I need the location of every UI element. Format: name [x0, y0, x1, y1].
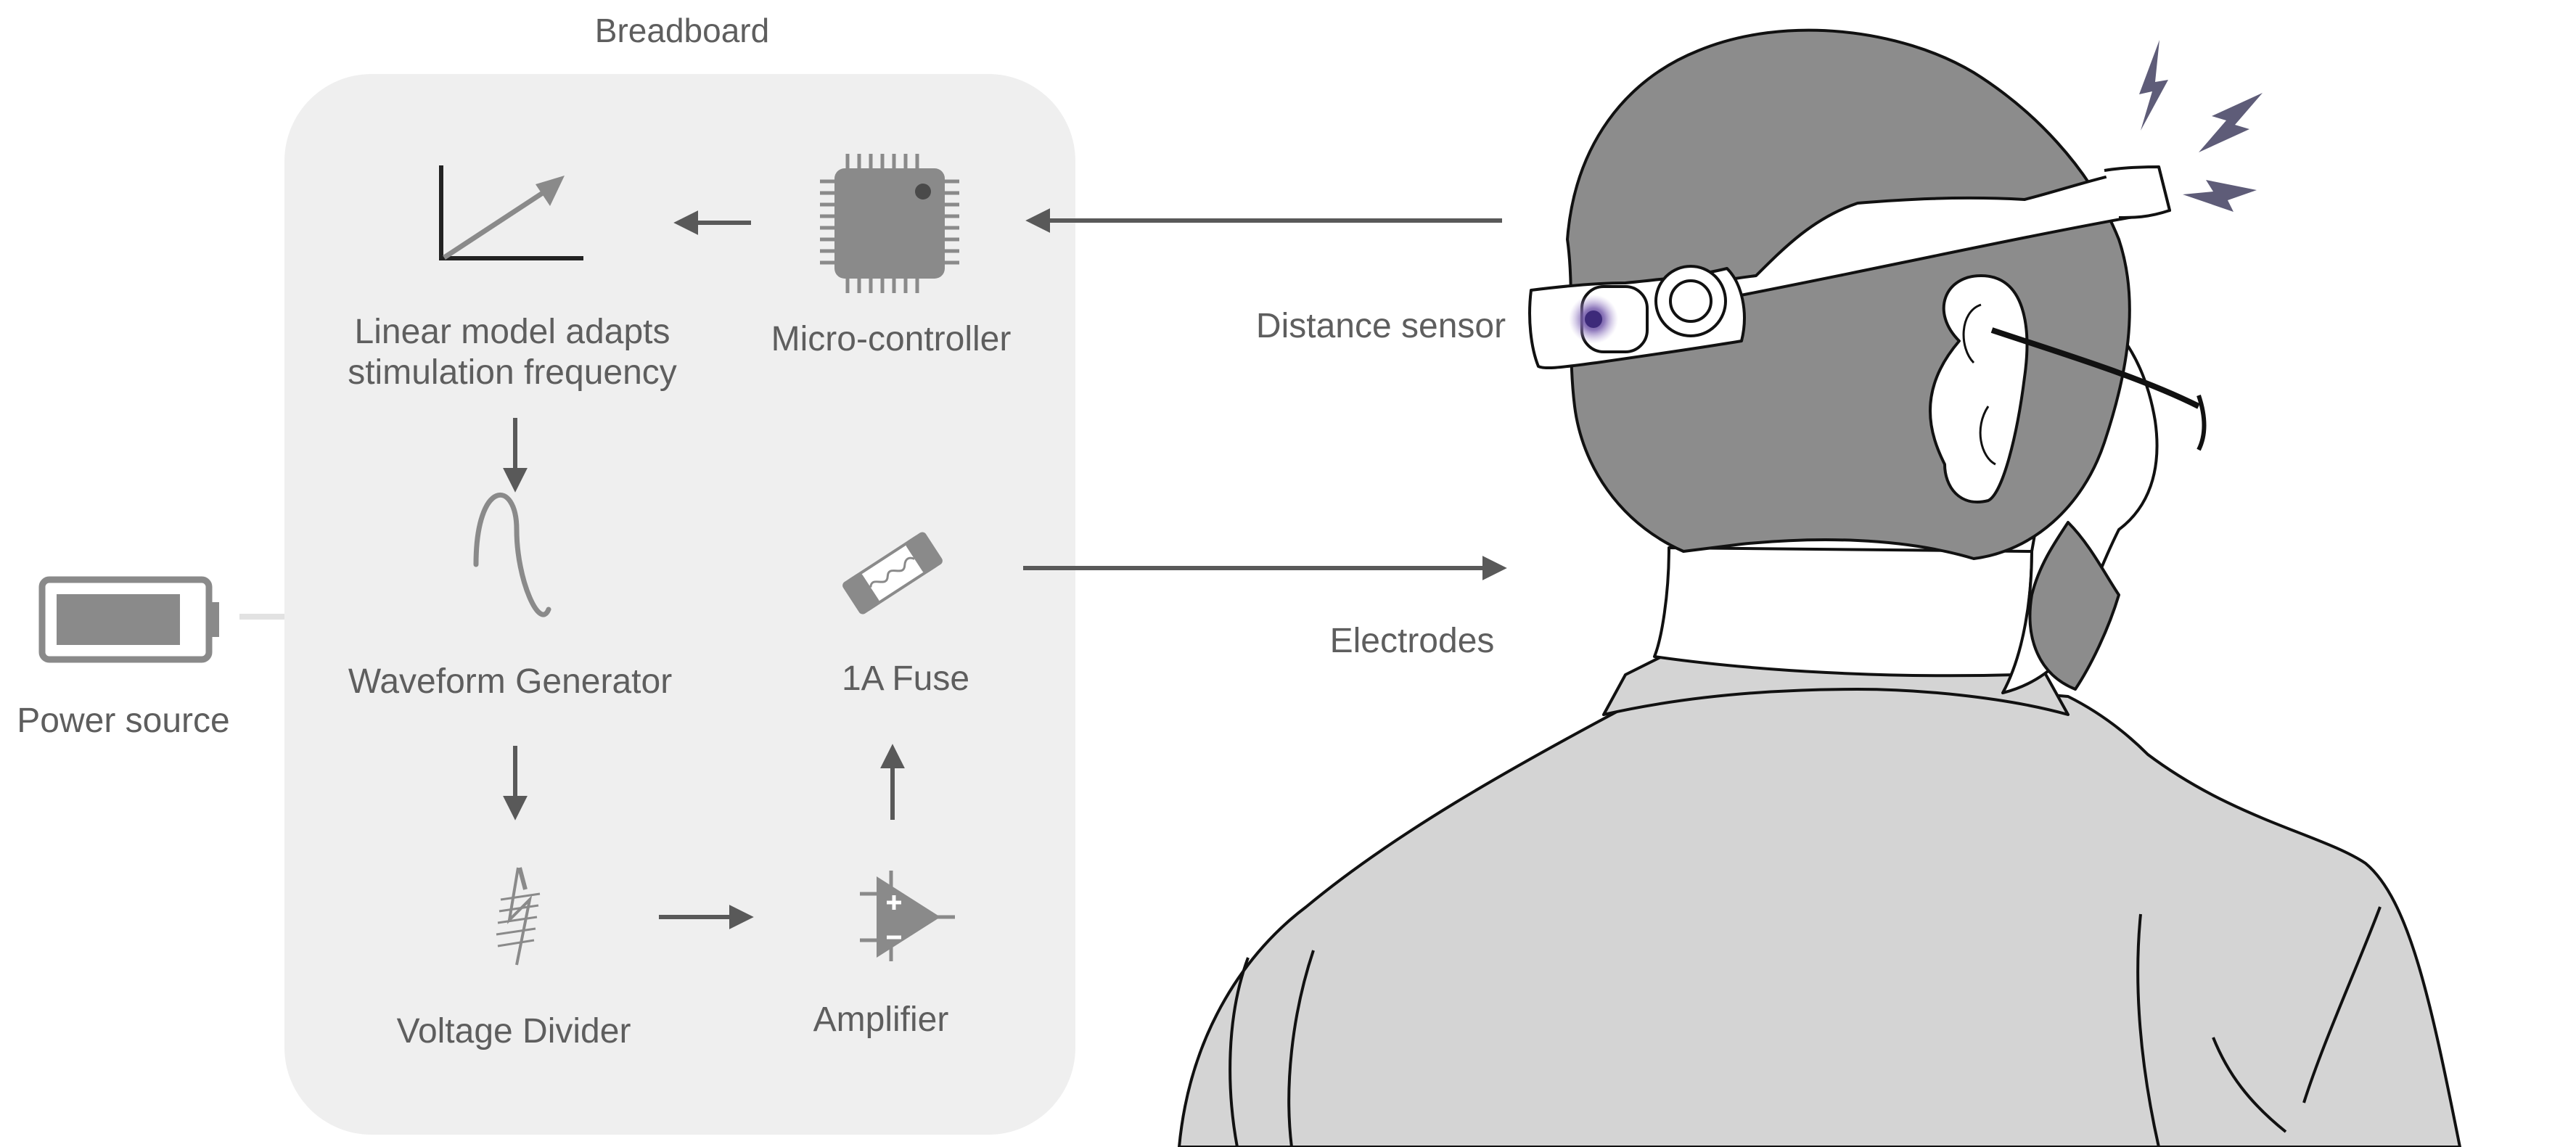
amplifier-icon — [860, 871, 955, 961]
chip-icon — [820, 154, 959, 293]
battery-icon — [38, 576, 219, 663]
amplifier-label: Amplifier — [813, 1000, 949, 1039]
distance-sensor — [1585, 311, 1602, 328]
fuse-icon — [842, 532, 943, 614]
shirt — [1178, 662, 2461, 1147]
lightning-icon — [2139, 40, 2263, 212]
fuse-label: 1A Fuse — [841, 659, 970, 698]
voltage-divider-label: Voltage Divider — [396, 1012, 631, 1051]
beard — [2028, 521, 2120, 691]
neck — [1653, 546, 2033, 678]
breadboard-title: Breadboard — [594, 12, 770, 49]
person-illustration — [1178, 28, 2461, 1147]
microcontroller-label: Micro-controller — [771, 320, 1012, 358]
chart-icon — [439, 165, 583, 260]
electrodes-label: Electrodes — [1329, 622, 1495, 660]
sine-wave-icon — [473, 492, 551, 617]
waveform-generator-label: Waveform Generator — [348, 662, 673, 701]
voltage-divider-icon — [496, 867, 541, 966]
glasses-arm — [1990, 327, 2200, 409]
power-source-label: Power source — [17, 702, 230, 740]
distance-sensor-label: Distance sensor — [1255, 307, 1506, 345]
breadboard-panel — [284, 74, 1075, 1135]
linear-model-label: Linear model adapts stimulation frequenc… — [348, 313, 677, 392]
